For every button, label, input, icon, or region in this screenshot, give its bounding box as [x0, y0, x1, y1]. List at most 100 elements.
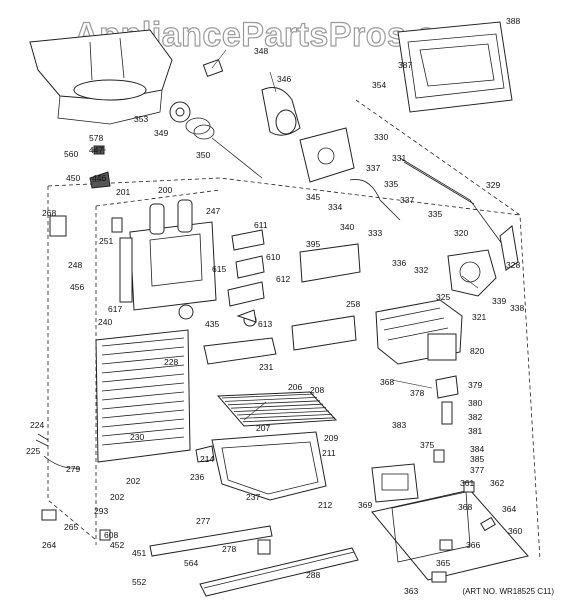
part-label-456: 456: [70, 282, 84, 292]
part-label-369: 369: [358, 500, 372, 510]
part-label-321: 321: [472, 312, 486, 322]
part-label-220: 202: [126, 476, 140, 486]
pan-211: [211, 431, 327, 501]
part-label-265: 265: [64, 522, 78, 532]
part-label-560: 560: [64, 149, 78, 159]
part-label-230: 230: [130, 432, 144, 442]
part-label-450: 450: [66, 173, 80, 183]
part-label-346: 346: [277, 74, 291, 84]
part-label-447: 447: [89, 145, 103, 155]
part-label-387: 387: [398, 60, 412, 70]
part-label-336: 336: [392, 258, 406, 268]
part-label-368a: 368: [380, 377, 394, 387]
mounting-brackets: [227, 229, 265, 327]
leader-lines: [91, 49, 479, 421]
part-label-224: 224: [30, 420, 44, 430]
grille-288: [199, 547, 359, 597]
part-label-334: 334: [328, 202, 342, 212]
part-label-380: 380: [468, 398, 482, 408]
shelf-wire: [230, 403, 324, 409]
part-label-377: 377: [470, 465, 484, 475]
part-label-335b: 335: [428, 209, 442, 219]
evaporator-coil: [95, 329, 191, 463]
part-label-382: 382: [468, 412, 482, 422]
shelf-wire: [239, 414, 333, 419]
coil-line: [101, 409, 185, 419]
shelf-wire: [236, 410, 330, 416]
cover-258: [291, 315, 357, 351]
part-label-353: 353: [134, 114, 148, 124]
part-label-248: 248: [68, 260, 82, 270]
part-label-331: 331: [392, 153, 406, 163]
part-label-365: 365: [436, 558, 450, 568]
shelf-wire: [233, 407, 327, 412]
panel-395: [299, 243, 361, 283]
part-label-332: 332: [414, 265, 428, 275]
part-label-381: 381: [468, 426, 482, 436]
part-label-375: 375: [420, 440, 434, 450]
linkage-rods: [349, 157, 506, 249]
part-label-228: 228: [164, 357, 178, 367]
part-label-363: 363: [404, 586, 418, 596]
part-label-388: 388: [506, 16, 520, 26]
part-label-247: 247: [206, 206, 220, 216]
part-label-564: 564: [184, 558, 198, 568]
part-label-820: 820: [470, 346, 484, 356]
part-label-236: 236: [190, 472, 204, 482]
part-label-354: 354: [372, 80, 386, 90]
part-label-201: 201: [116, 187, 130, 197]
coil-line: [101, 436, 185, 446]
part-label-200: 200: [158, 185, 172, 195]
part-label-383: 383: [392, 420, 406, 430]
auger-parts: [169, 58, 301, 179]
part-label-362: 362: [490, 478, 504, 488]
part-label-277: 277: [196, 516, 210, 526]
coil-line: [101, 427, 185, 437]
part-label-328: 328: [506, 260, 520, 270]
coil-line: [101, 364, 185, 374]
icemaker-820: [375, 299, 463, 365]
part-label-452: 452: [110, 540, 124, 550]
part-label-578: 578: [89, 133, 103, 143]
part-label-209: 209: [324, 433, 338, 443]
part-label-264: 264: [42, 540, 56, 550]
part-labels: 348 346 354 387 388 353 349 350 578 447 …: [26, 16, 524, 596]
part-label-395: 395: [306, 239, 320, 249]
part-label-349: 349: [154, 128, 168, 138]
part-label-368b: 368: [458, 502, 472, 512]
wire-shelf-206: [216, 391, 338, 427]
part-label-330: 330: [374, 132, 388, 142]
part-label-613: 613: [258, 319, 272, 329]
part-label-350: 350: [196, 150, 210, 160]
shelf-wire: [227, 400, 321, 406]
shelf-wire: [242, 417, 336, 423]
part-label-348: 348: [254, 46, 268, 56]
part-label-240: 240: [98, 317, 112, 327]
part-label-225: 225: [26, 446, 40, 456]
part-label-552: 552: [132, 577, 146, 587]
motor-325: [447, 249, 497, 297]
part-label-615: 615: [212, 264, 226, 274]
coil-line: [101, 337, 185, 347]
part-label-258: 258: [346, 299, 360, 309]
coil-line: [101, 373, 185, 383]
control-box-369: [371, 463, 419, 503]
part-label-320: 320: [454, 228, 468, 238]
part-label-211: 211: [322, 448, 336, 458]
arm-328: [499, 225, 519, 271]
shelf-wire: [221, 393, 315, 399]
part-label-293: 293: [94, 506, 108, 516]
part-label-384: 384: [470, 444, 484, 454]
part-label-611: 611: [254, 220, 268, 230]
part-label-335a: 335: [384, 179, 398, 189]
part-label-279: 279: [66, 464, 80, 474]
part-label-608: 608: [104, 530, 118, 540]
part-label-435: 435: [205, 319, 219, 329]
coil-line: [101, 391, 185, 401]
art-number: (ART NO. WR18525 C11): [462, 587, 554, 596]
coil-line: [101, 346, 185, 356]
part-label-278: 278: [222, 544, 236, 554]
part-label-610: 610: [266, 252, 280, 262]
part-label-337a: 337: [366, 163, 380, 173]
